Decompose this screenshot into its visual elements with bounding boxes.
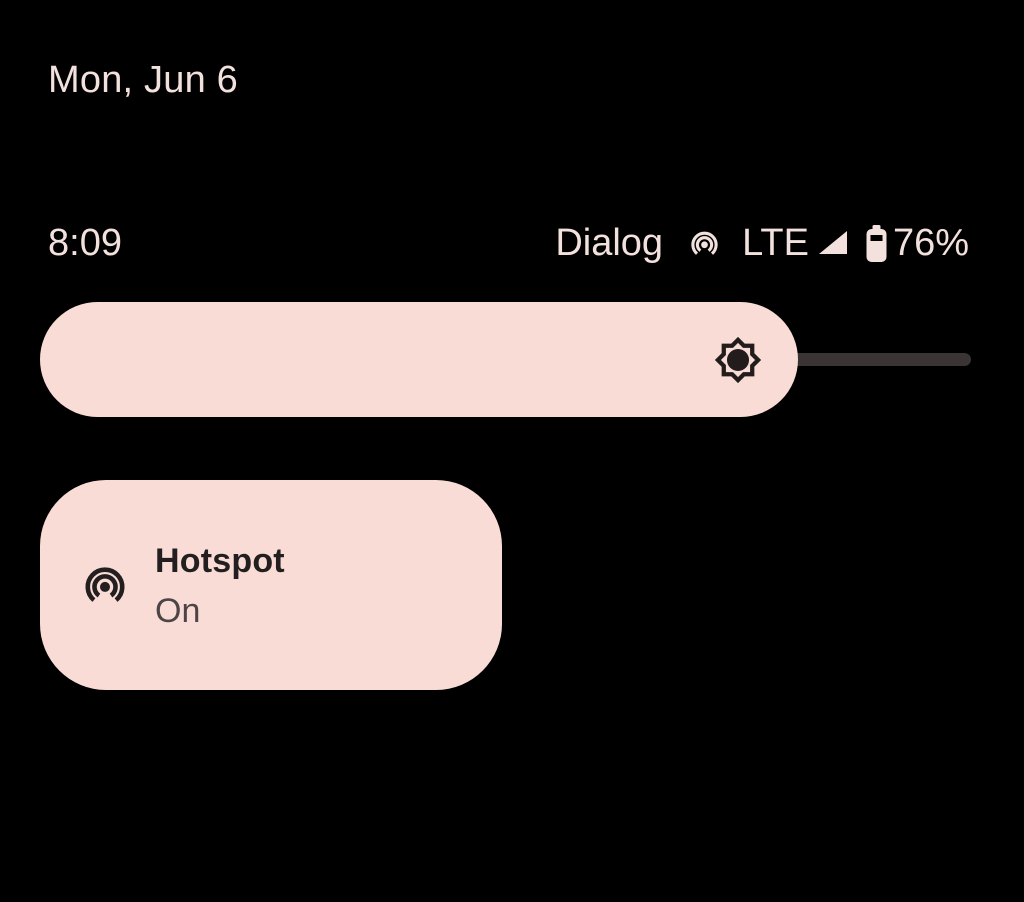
- hotspot-tile-status: On: [155, 591, 201, 630]
- brightness-slider-track: [796, 353, 971, 366]
- battery-icon: [866, 224, 887, 262]
- hotspot-icon: [85, 567, 125, 602]
- brightness-icon: [714, 336, 762, 384]
- status-time: 8:09: [48, 221, 122, 264]
- network-type-label: LTE: [742, 221, 809, 264]
- hotspot-icon: [691, 231, 718, 255]
- battery-percent-label: 76%: [892, 221, 969, 264]
- carrier-label: Dialog: [555, 221, 664, 264]
- hotspot-tile-title: Hotspot: [155, 541, 285, 580]
- shade-date: Mon, Jun 6: [48, 59, 238, 101]
- brightness-slider[interactable]: [40, 302, 971, 417]
- status-bar: 8:09 Dialog LTE 76%: [48, 221, 969, 265]
- hotspot-tile[interactable]: Hotspot On: [40, 480, 502, 690]
- hotspot-tile-text: Hotspot On: [155, 540, 285, 631]
- signal-strength-icon: [818, 230, 847, 254]
- brightness-slider-fill: [40, 302, 798, 417]
- status-bar-right: Dialog LTE 76%: [555, 222, 969, 265]
